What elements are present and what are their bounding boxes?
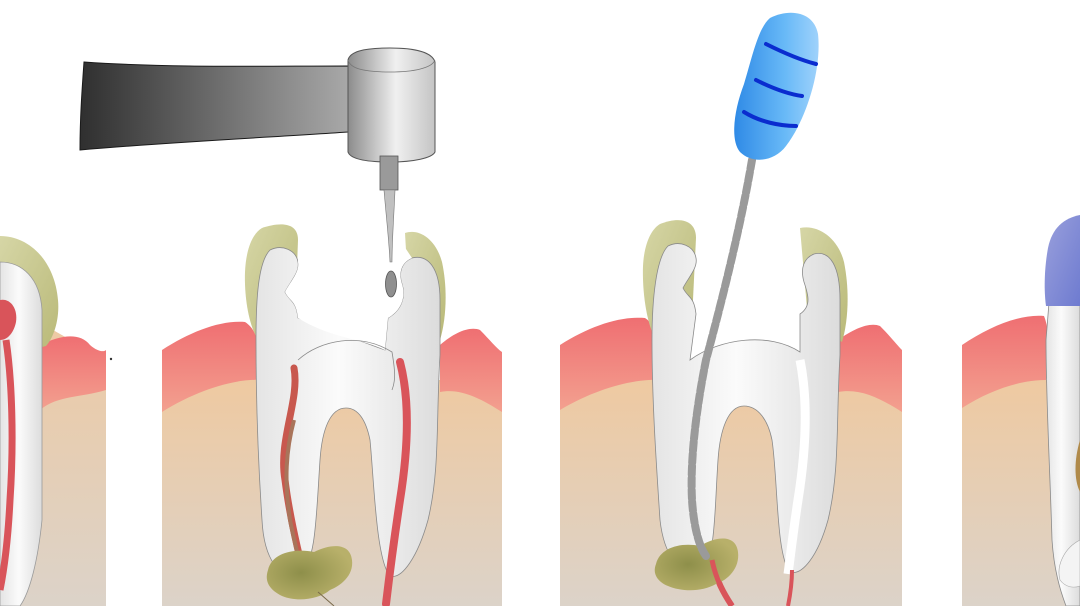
handpiece-handle [79, 61, 349, 151]
panel-3-pulp-residual-right [786, 569, 794, 606]
panel-4-tooth-section [962, 215, 1080, 606]
panel-4-temporary-filling [1044, 215, 1080, 306]
handpiece-head [347, 47, 436, 163]
panel-3-gum-right [838, 324, 902, 412]
file-shaft [687, 156, 756, 560]
panel-1-pulp-chamber [0, 299, 17, 340]
handpiece-head-top [347, 59, 436, 73]
panel-3-gum-left [560, 317, 662, 410]
file-ring-3 [742, 110, 798, 128]
panel-4-root-edge [1075, 440, 1080, 492]
endodontic-file-icon [687, 12, 819, 560]
drill-bit [383, 189, 396, 263]
drill-bur-tip [385, 270, 397, 298]
panel-2-gum-right [440, 328, 502, 412]
panel-2-chamber [297, 340, 396, 391]
dental-handpiece-icon [79, 47, 436, 298]
panel-3-tooth-section [560, 220, 902, 606]
panel-4-tooth [1045, 289, 1080, 606]
panel-4-root-tip [1058, 539, 1080, 588]
panel-3-tooth [651, 243, 841, 573]
panel-2-cavity [285, 240, 412, 350]
panel-1-pulp-canal [0, 339, 16, 591]
panel-2-abscess [266, 546, 353, 600]
panel-1-tooth-section [0, 236, 113, 606]
handpiece-chuck [379, 155, 399, 191]
file-ring-2 [754, 78, 804, 98]
panel-2-gum-left [162, 321, 262, 412]
panel-4-gum [962, 315, 1049, 408]
file-ring-1 [764, 42, 818, 66]
file-handle [734, 12, 819, 160]
panel-2-pulp-canal-right [382, 358, 411, 606]
panel-3-cleaned-canal-right [783, 359, 810, 575]
panel-2-tooth-section [162, 224, 502, 606]
panel-1-gum [40, 336, 106, 410]
